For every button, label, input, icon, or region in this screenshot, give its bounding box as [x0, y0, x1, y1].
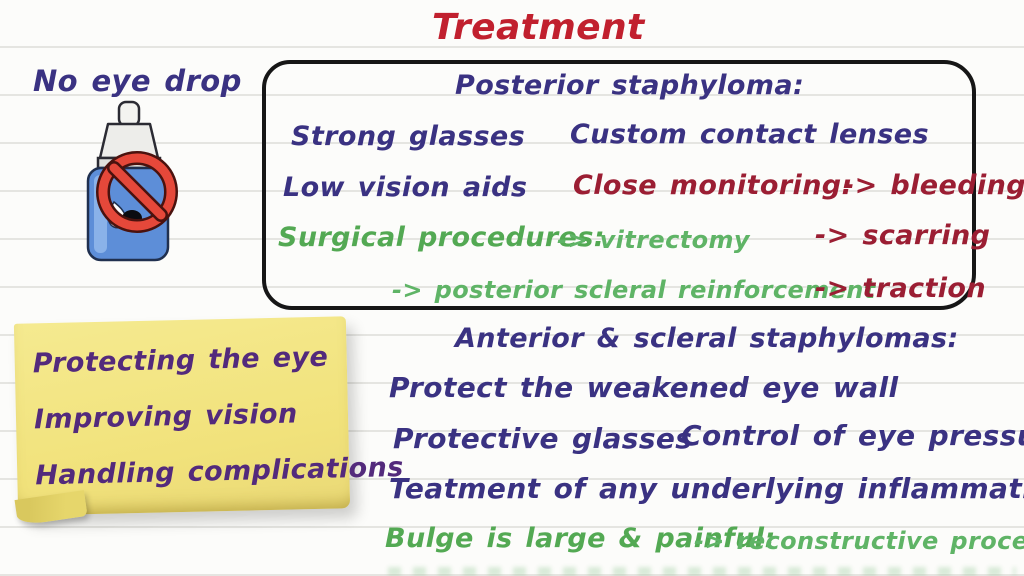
bulge-painful-label: Bulge is large & painful: — [385, 523, 776, 554]
protect-eye-wall-label: Protect the weakened eye wall — [389, 371, 899, 404]
strong-glasses-label: Strong glasses — [291, 121, 526, 152]
protective-glasses-label: Protective glasses — [393, 422, 693, 455]
vitrectomy-label: -> vitrectomy — [557, 226, 750, 254]
control-eye-pressure-label: Control of eye pressure — [681, 419, 1024, 452]
custom-contact-lenses-label: Custom contact lenses — [570, 119, 929, 150]
anterior-heading: Anterior & scleral staphylomas: — [455, 323, 959, 354]
bleeding-label: -> bleeding — [843, 170, 1024, 201]
treatment-inflammation-label: Teatment of any underlying inflammation — [389, 472, 1024, 505]
low-vision-aids-label: Low vision aids — [283, 172, 528, 203]
no-eye-drop-label: No eye drop — [33, 64, 242, 98]
sticky-note: Protecting the eye Improving vision Hand… — [13, 316, 404, 516]
sticky-line-handling: Handling complications — [34, 451, 404, 492]
eye-drop-bottle-graphic — [86, 100, 178, 262]
sticky-line-protecting: Protecting the eye — [32, 341, 329, 380]
eye-drop-bottle-icon — [68, 98, 192, 266]
prohibition-icon — [96, 151, 178, 233]
traction-label: -> traction — [815, 273, 987, 304]
page-title: Treatment — [432, 7, 645, 48]
posterior-heading: Posterior staphyloma: — [455, 70, 805, 101]
cutoff-next-line — [388, 567, 1016, 576]
posterior-staphyloma-box — [262, 60, 976, 310]
close-monitoring-label: Close monitoring: — [573, 170, 853, 201]
posterior-scleral-reinforcement-label: -> posterior scleral reinforcement — [392, 276, 876, 304]
reconstructive-procedures-label: -> reconstructive procedures — [694, 527, 1024, 555]
sticky-line-improving: Improving vision — [33, 398, 298, 436]
surgical-procedures-label: Surgical procedures: — [278, 222, 605, 253]
dropper-tip — [117, 100, 141, 128]
scarring-label: -> scarring — [815, 220, 991, 251]
